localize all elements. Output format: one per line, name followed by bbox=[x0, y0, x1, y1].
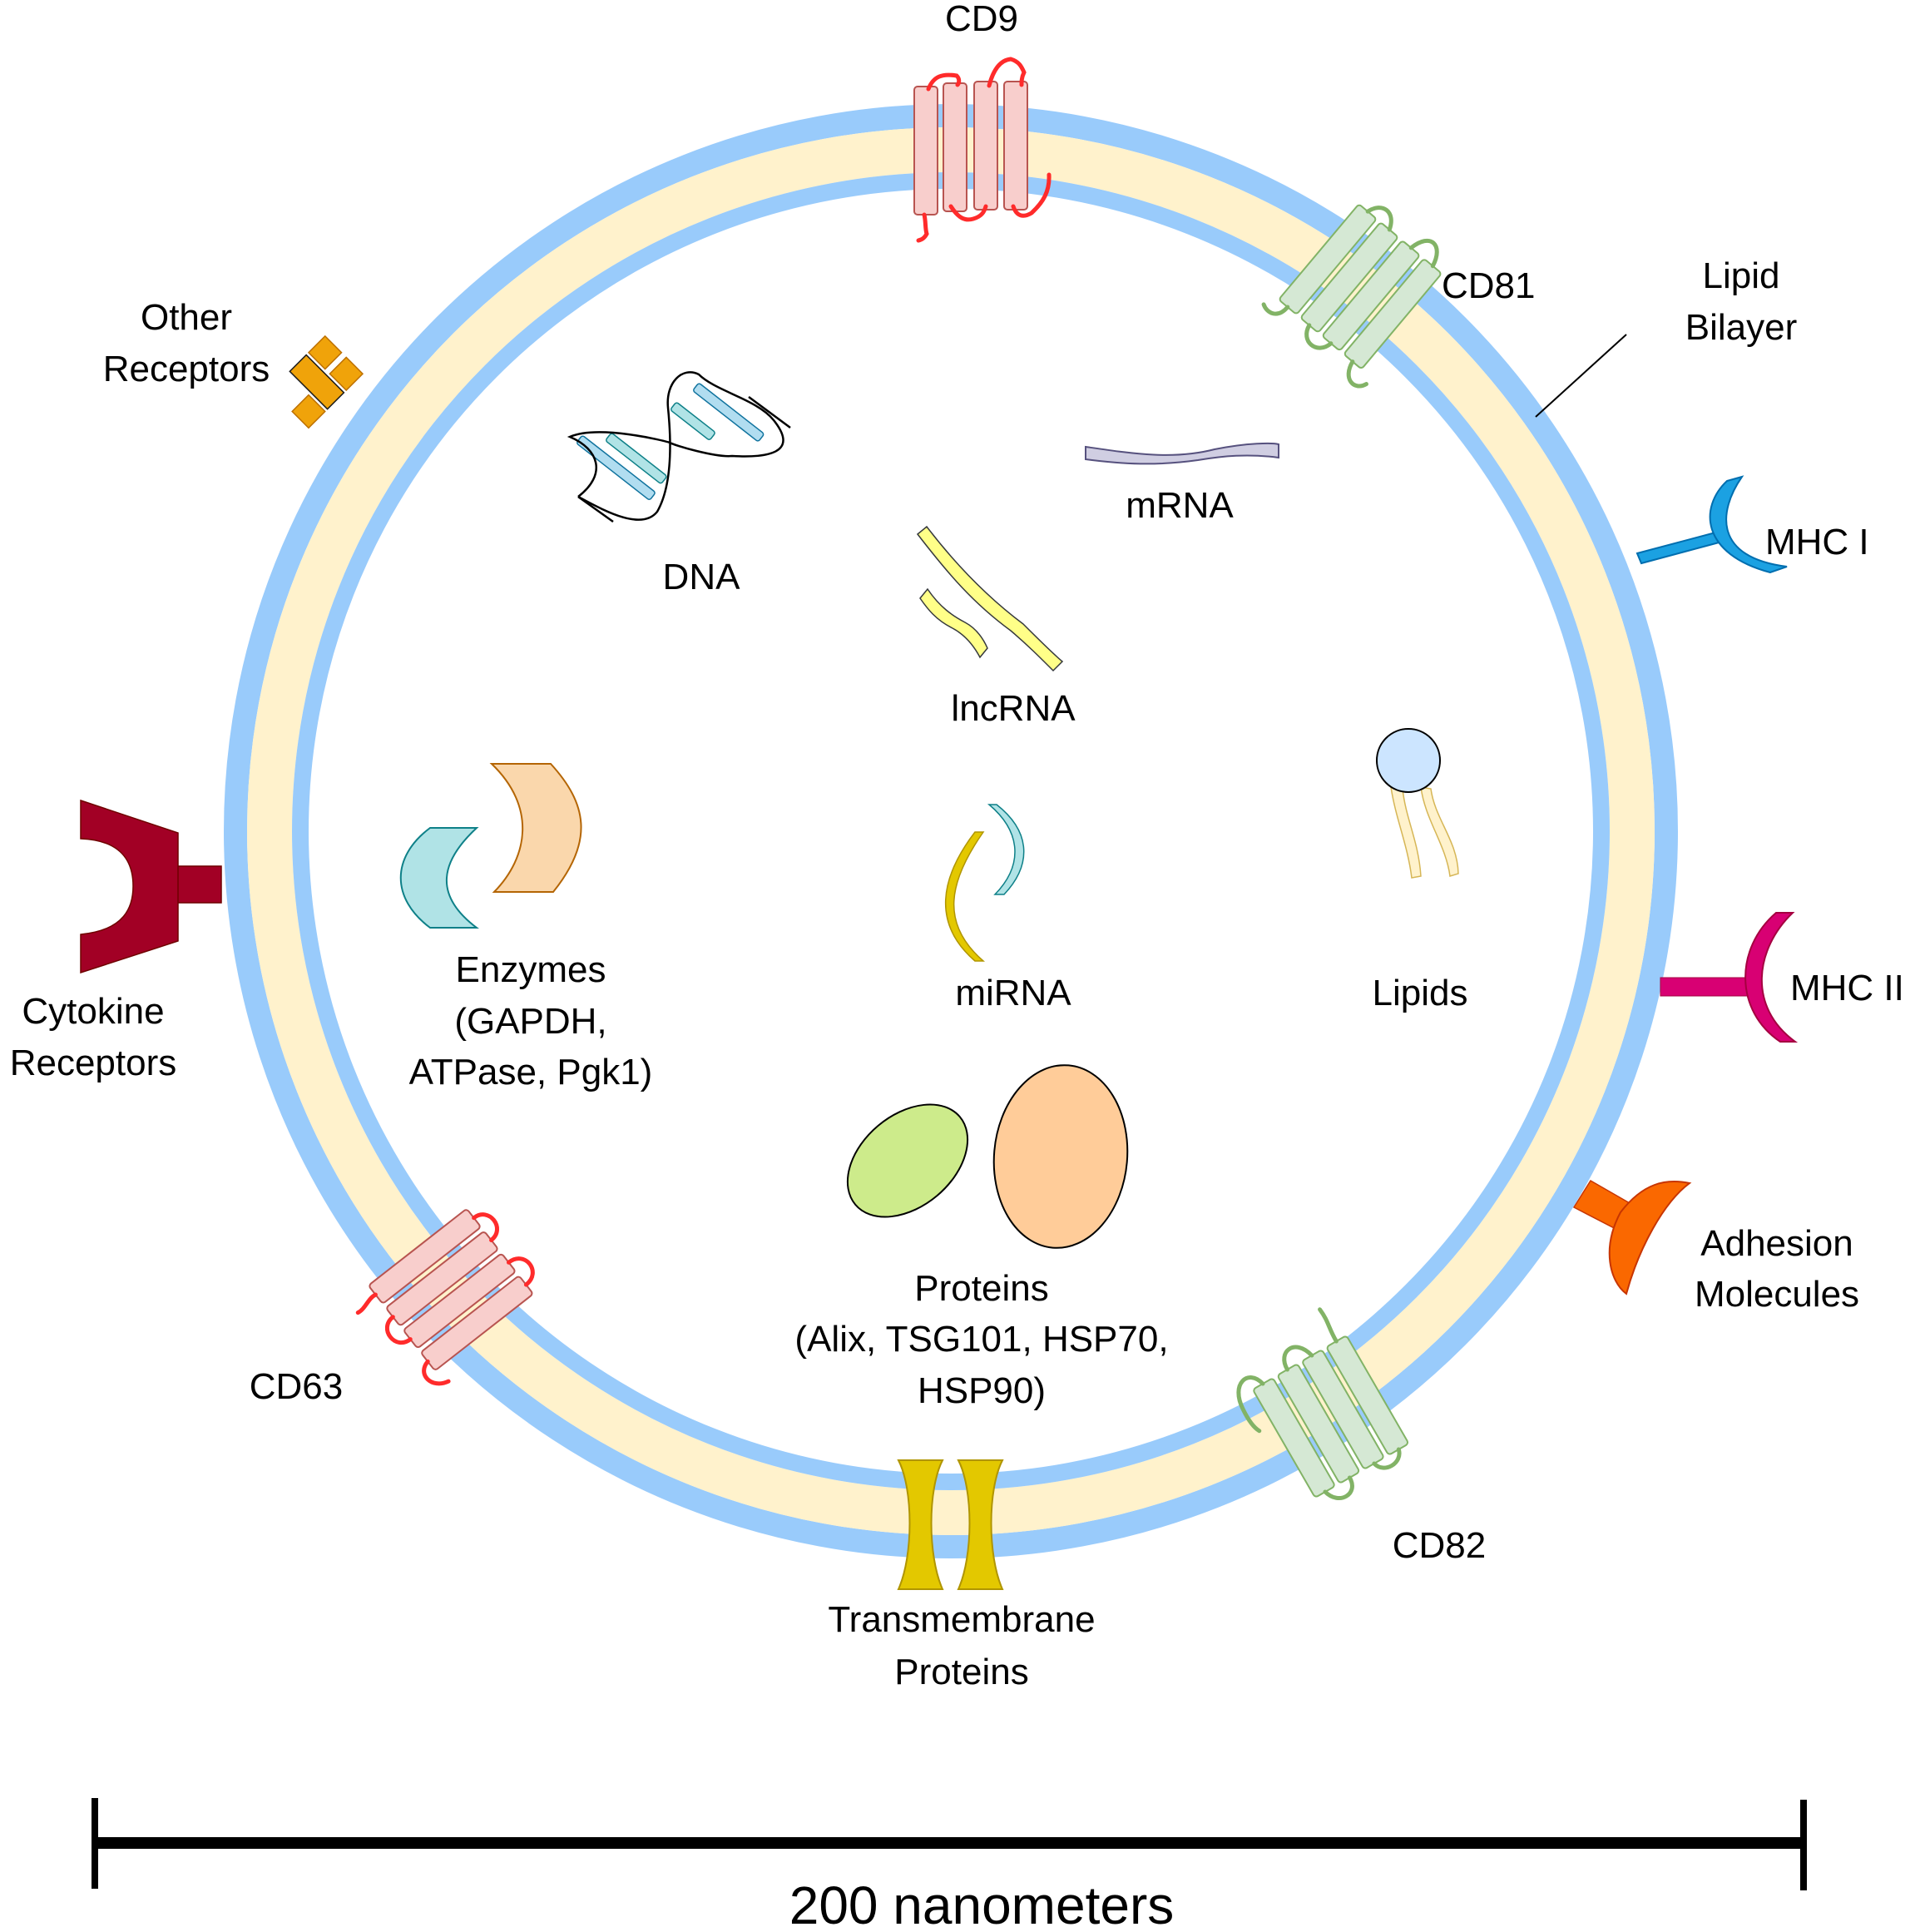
transmembrane-label: Transmembrane bbox=[828, 1599, 1095, 1640]
mhc1-label: MHC I bbox=[1765, 522, 1869, 562]
enzymes-label-3: ATPase, Pgk1) bbox=[409, 1052, 653, 1092]
dna-icon bbox=[567, 371, 791, 523]
adhesion-label: Adhesion bbox=[1700, 1223, 1853, 1264]
transmembrane-protein-icon bbox=[897, 1459, 1004, 1590]
lipid-bilayer-pointer bbox=[1535, 334, 1627, 418]
mirna-icon bbox=[945, 804, 1025, 962]
lipid-bilayer-label: Lipid bbox=[1703, 255, 1780, 296]
lipid-bilayer-label-2: Bilayer bbox=[1685, 307, 1798, 348]
mrna-label: mRNA bbox=[1126, 485, 1234, 526]
cd82-icon bbox=[1236, 1307, 1408, 1500]
scale-bar-line bbox=[93, 1837, 1805, 1849]
cd9-icon bbox=[913, 57, 1052, 243]
scale-bar-label: 200 nanometers bbox=[789, 1875, 1175, 1932]
lipid-icon bbox=[1376, 728, 1459, 879]
scale-bar-right-tick bbox=[1800, 1800, 1807, 1890]
mirna-label: miRNA bbox=[955, 973, 1071, 1013]
other-receptors-label: Other bbox=[141, 297, 232, 338]
proteins-label-3: HSP90) bbox=[918, 1370, 1046, 1411]
mhc2-label: MHC II bbox=[1790, 968, 1904, 1008]
adhesion-label-2: Molecules bbox=[1695, 1274, 1859, 1315]
proteins-label-2: (Alix, TSG101, HSP70, bbox=[794, 1319, 1168, 1360]
cd81-label: CD81 bbox=[1442, 265, 1536, 306]
protein-icon bbox=[846, 1064, 1129, 1249]
cytokine-receptor-icon bbox=[80, 799, 222, 974]
other-receptor-icon bbox=[289, 334, 364, 429]
cd63-label: CD63 bbox=[250, 1366, 344, 1407]
cd81-icon bbox=[1261, 204, 1442, 389]
cd63-icon bbox=[355, 1209, 535, 1386]
enzymes-label: Enzymes bbox=[456, 949, 606, 990]
mhc1-icon bbox=[1635, 475, 1788, 574]
enzyme-icon bbox=[399, 763, 582, 929]
other-receptors-label-2: Receptors bbox=[103, 349, 270, 389]
scale-bar bbox=[92, 1798, 1807, 1890]
proteins-label: Proteins bbox=[914, 1268, 1048, 1309]
dna-label: DNA bbox=[663, 557, 741, 597]
lipids-label: Lipids bbox=[1373, 973, 1468, 1013]
mrna-icon bbox=[1085, 442, 1279, 465]
lncrna-label: lncRNA bbox=[951, 688, 1076, 729]
mhc2-icon bbox=[1660, 912, 1799, 1043]
cd9-label: CD9 bbox=[945, 0, 1018, 39]
transmembrane-label-2: Proteins bbox=[894, 1652, 1028, 1692]
cd82-label: CD82 bbox=[1393, 1525, 1487, 1566]
lncrna-icon bbox=[916, 525, 1064, 672]
cytokine-label: Cytokine bbox=[22, 991, 164, 1032]
enzymes-label-2: (GAPDH, bbox=[454, 1001, 606, 1042]
cytokine-label-2: Receptors bbox=[10, 1043, 177, 1083]
scale-bar-left-tick bbox=[92, 1798, 98, 1889]
adhesion-molecule-icon bbox=[1572, 1179, 1692, 1295]
